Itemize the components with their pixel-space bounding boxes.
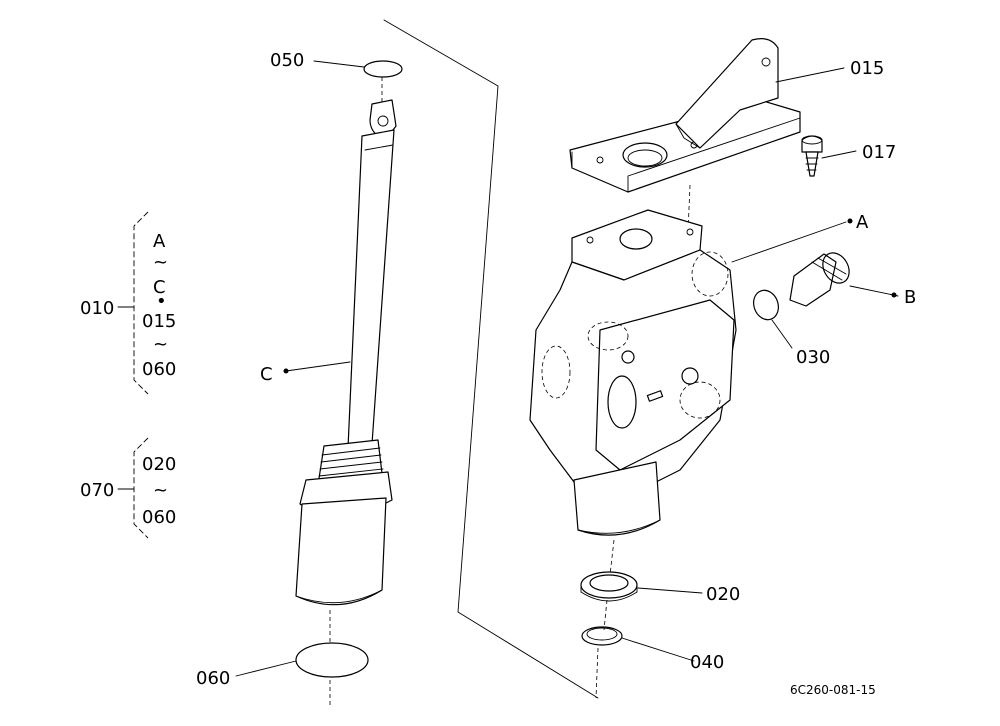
part-040-ring [581,626,623,646]
group-010-item: ~ [153,252,168,273]
label-015: 015 [850,58,884,79]
group-010-item: ~ [153,334,168,355]
part-030-o-ring [753,289,779,321]
callout-dot-c [283,368,289,374]
spool-rod [295,99,397,606]
callout-dot-b [891,292,897,298]
assembly-frame [329,19,691,705]
group-070-item: ~ [153,480,168,501]
group-010-item: • [156,291,167,312]
label-a: A [856,212,869,233]
callout-labels: 050 015 017 A B 030 C 020 040 060 010 A … [80,50,916,697]
group-010-item: A [153,231,166,252]
label-b: B [904,287,916,308]
group-070-number: 070 [80,480,114,501]
part-015-bracket [569,38,801,193]
label-c: C [260,364,273,385]
group-010-item: 015 [142,311,176,332]
label-040: 040 [690,652,724,673]
figure-code: 6C260-081-15 [790,683,876,697]
part-050-o-ring [363,60,403,78]
group-070-item: 020 [142,454,176,475]
group-010-number: 010 [80,298,114,319]
label-020: 020 [706,584,740,605]
label-017: 017 [862,142,896,163]
label-050: 050 [270,50,304,71]
group-010-item: 060 [142,359,176,380]
part-060-o-ring [295,642,369,678]
group-070-item: 060 [142,507,176,528]
part-020-ring [580,571,638,602]
valve-body [529,209,737,536]
part-017-screw [801,135,823,177]
callout-dot-a [847,218,853,224]
plug-part-b [789,252,850,307]
label-030: 030 [796,347,830,368]
group-010-item: C [153,277,166,298]
leader-lines [117,60,899,677]
label-060: 060 [196,668,230,689]
